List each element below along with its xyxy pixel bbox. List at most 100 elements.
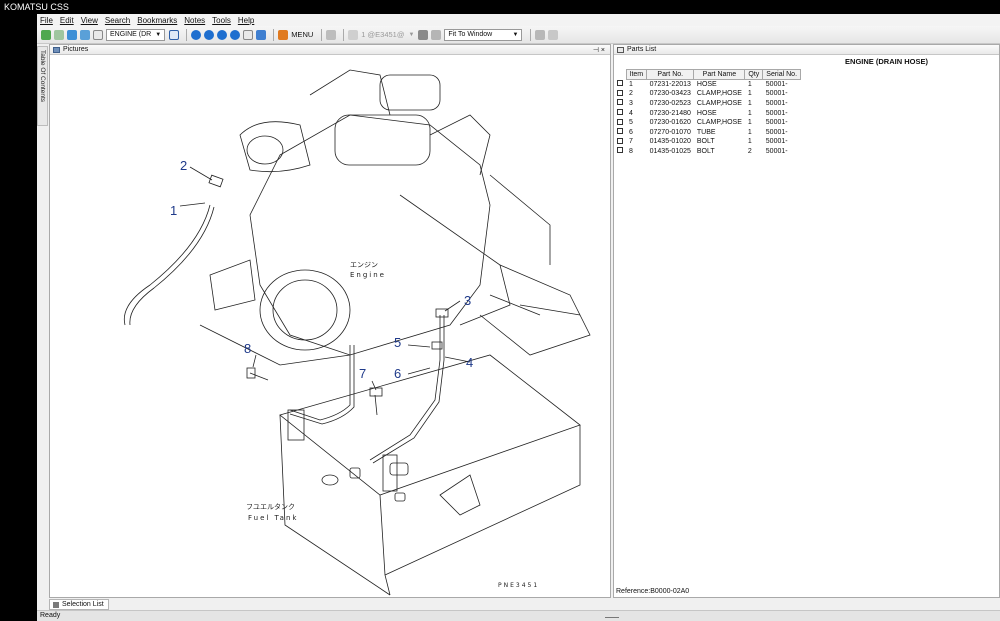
cell-serial: 50001-	[765, 119, 788, 127]
cell-part-no: 07230-03423	[649, 90, 691, 98]
nav-next-icon[interactable]	[217, 29, 228, 40]
cell-part-no: 07231-22013	[649, 81, 691, 89]
section-combo-value: ENGINE (DR	[110, 31, 152, 38]
table-row[interactable]: 2 07230-03423 CLAMP,HOSE 1 50001-	[616, 89, 801, 99]
zoom-combo[interactable]: Fit To Window ▼	[444, 28, 523, 41]
forward-icon[interactable]	[54, 29, 64, 40]
fit-icon[interactable]	[431, 29, 442, 40]
callout-4: 4	[466, 355, 473, 370]
select-tool-icon[interactable]	[169, 29, 180, 40]
chevron-down-icon[interactable]: ▼	[408, 31, 415, 38]
column-part-no[interactable]: Part No.	[646, 69, 695, 80]
row-checkbox[interactable]	[617, 137, 623, 144]
menu-edit[interactable]: Edit	[59, 15, 74, 25]
cell-qty: 1	[747, 81, 752, 89]
section-combo[interactable]: ENGINE (DR ▼	[106, 28, 166, 41]
menu-tools[interactable]: Tools	[212, 15, 231, 25]
selection-list-tab[interactable]: Selection List	[49, 599, 109, 610]
table-row[interactable]: 4 07230-21480 HOSE 1 50001-	[616, 108, 801, 118]
table-row[interactable]: 6 07270-01070 TUBE 1 50001-	[616, 127, 801, 137]
home-icon[interactable]	[67, 29, 77, 40]
row-checkbox[interactable]	[617, 118, 623, 125]
table-of-contents-label: Table Of Contents	[39, 50, 46, 103]
cell-item: 2	[629, 90, 633, 98]
bottom-tab-bar: Selection List	[37, 598, 1000, 610]
row-checkbox[interactable]	[617, 80, 623, 87]
column-qty[interactable]: Qty	[744, 69, 764, 80]
callout-7: 7	[359, 366, 366, 381]
cart-icon[interactable]	[326, 29, 337, 40]
back-icon[interactable]	[41, 29, 51, 40]
chevron-down-icon: ▼	[155, 31, 162, 38]
bookmark-icon[interactable]	[256, 29, 267, 40]
menu-view[interactable]: View	[80, 15, 98, 25]
print-icon[interactable]	[348, 29, 359, 40]
table-row[interactable]: 5 07230-01620 CLAMP,HOSE 1 50001-	[616, 118, 801, 128]
cell-part-no: 07230-02523	[649, 99, 691, 107]
selection-list-label: Selection List	[62, 601, 104, 608]
menu-notes[interactable]: Notes	[184, 15, 206, 25]
refresh-icon[interactable]	[80, 29, 90, 40]
pin-icon[interactable]: ⊣ ×	[592, 46, 605, 54]
window-title: KOMATSU CSS	[0, 0, 1000, 14]
pictures-panel: Pictures ⊣ ×	[49, 44, 611, 598]
column-serial[interactable]: Serial No.	[762, 69, 802, 80]
engine-label-en: Engine	[350, 271, 386, 279]
row-checkbox[interactable]	[617, 89, 623, 96]
table-row[interactable]: 1 07231-22013 HOSE 1 50001-	[616, 80, 801, 90]
cell-serial: 50001-	[765, 128, 788, 136]
row-checkbox[interactable]	[617, 128, 623, 135]
menu-file[interactable]: File	[40, 15, 53, 25]
pictures-panel-title: Pictures	[63, 46, 89, 53]
chevron-down-icon: ▼	[512, 31, 519, 38]
left-black-bar	[0, 0, 37, 621]
nav-up-icon[interactable]	[191, 29, 202, 40]
cell-part-no: 07230-01620	[649, 119, 691, 127]
menu-button[interactable]: MENU	[291, 30, 314, 39]
menu-help[interactable]: Help	[237, 15, 255, 25]
resize-grip[interactable]	[605, 614, 619, 618]
row-checkbox[interactable]	[617, 99, 623, 106]
column-select	[616, 70, 626, 80]
column-part-name[interactable]: Part Name	[693, 69, 746, 80]
page-combo[interactable]: 1 @E3451@	[361, 30, 405, 39]
table-of-contents-tab[interactable]: Table Of Contents	[37, 46, 48, 126]
menu-hand-icon[interactable]	[278, 29, 289, 40]
callout-5: 5	[394, 335, 401, 350]
row-checkbox[interactable]	[617, 109, 623, 116]
menu-bookmarks[interactable]: Bookmarks	[137, 15, 178, 25]
column-item[interactable]: Item	[625, 69, 648, 80]
callout-3: 3	[464, 293, 471, 308]
parts-table: Item Part No. Part Name Qty Serial No. 1…	[616, 69, 802, 157]
toolbar-separator	[343, 28, 345, 41]
status-bar: Ready	[37, 610, 1000, 621]
cell-part-no: 01435-01025	[649, 147, 691, 155]
cell-part-name: CLAMP,HOSE	[696, 90, 742, 98]
table-row[interactable]: 3 07230-02523 CLAMP,HOSE 1 50001-	[616, 99, 801, 109]
row-checkbox[interactable]	[617, 147, 623, 154]
cell-qty: 2	[747, 147, 752, 155]
highlight-icon[interactable]	[535, 29, 546, 40]
cell-serial: 50001-	[765, 81, 788, 89]
cell-qty: 1	[747, 138, 752, 146]
note-icon[interactable]	[548, 29, 559, 40]
cell-qty: 1	[747, 119, 752, 127]
table-row[interactable]: 7 01435-01020 BOLT 1 50001-	[616, 137, 801, 147]
cell-item: 4	[629, 109, 633, 117]
menu-search[interactable]: Search	[104, 15, 131, 25]
parts-illustration[interactable]: 1 2 3 4 5 6 7 8 エンジン Engine フユエルタンク Fuel…	[50, 55, 610, 597]
table-row[interactable]: 8 01435-01025 BOLT 2 50001-	[616, 147, 801, 157]
nav-prev-icon[interactable]	[204, 29, 215, 40]
cell-item: 3	[629, 99, 633, 107]
cell-part-name: BOLT	[696, 138, 715, 146]
cell-part-no: 01435-01020	[649, 138, 691, 146]
picture-icon	[53, 46, 60, 53]
drawing-code: PNE3451	[498, 582, 539, 589]
toolbar: ENGINE (DR ▼ MENU 1 @E3451@ ▼ Fit To Win…	[37, 26, 1000, 44]
page-icon[interactable]	[243, 29, 254, 40]
callout-1: 1	[170, 203, 177, 218]
toolbar-separator	[186, 28, 188, 41]
parts-list-panel: Parts List ENGINE (DRAIN HOSE) Item Part…	[613, 44, 1000, 598]
nav-last-icon[interactable]	[230, 29, 241, 40]
zoom-icon[interactable]	[418, 29, 429, 40]
